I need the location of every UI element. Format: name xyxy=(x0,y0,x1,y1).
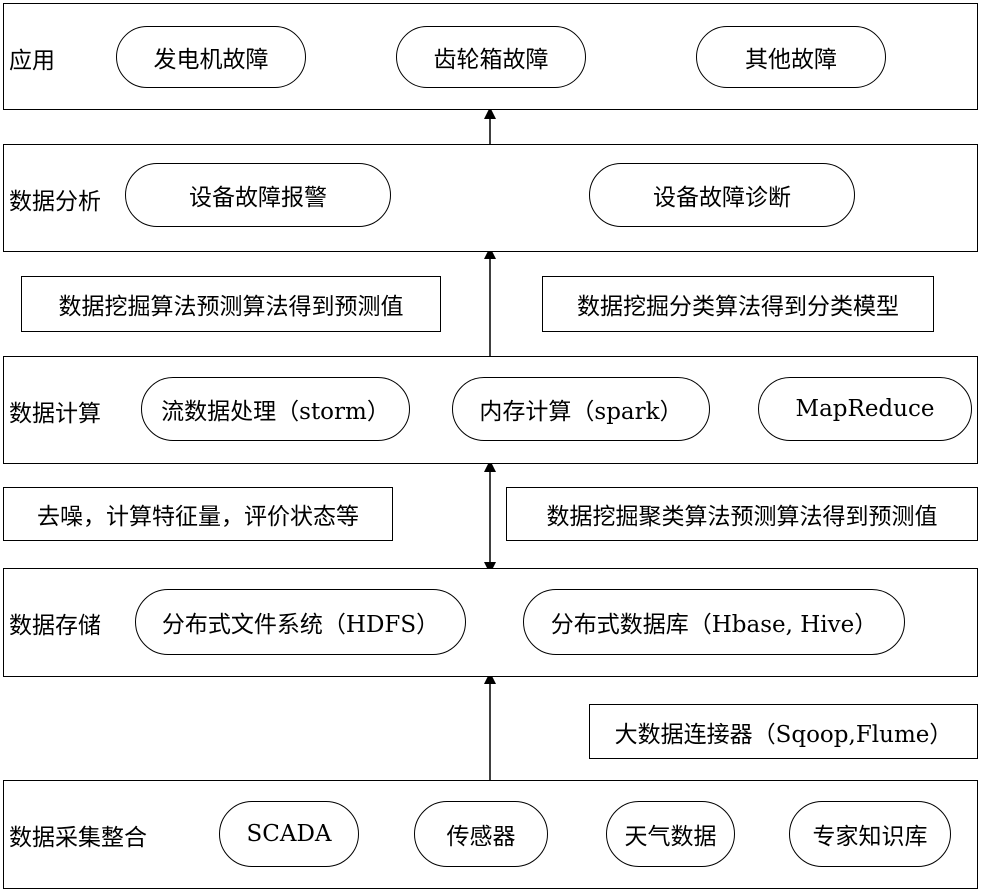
note-denoise: 去噪，计算特征量，评价状态等 xyxy=(3,487,393,541)
note-classify-algorithm: 数据挖掘分类算法得到分类模型 xyxy=(542,276,934,332)
layer-data-compute: 数据计算 流数据处理（storm） 内存计算（spark） MapReduce xyxy=(3,356,978,464)
layer-data-analysis: 数据分析 设备故障报警 设备故障诊断 xyxy=(3,144,978,252)
node-gearbox-fault: 齿轮箱故障 xyxy=(396,26,586,88)
node-memory-compute: 内存计算（spark） xyxy=(452,377,710,441)
node-other-fault: 其他故障 xyxy=(696,26,886,88)
node-weather-data: 天气数据 xyxy=(606,801,735,867)
layer-label-application: 应用 xyxy=(9,48,55,74)
note-cluster-predict: 数据挖掘聚类算法预测算法得到预测值 xyxy=(506,487,978,541)
node-fault-diagnosis: 设备故障诊断 xyxy=(589,163,855,227)
layer-label-collection: 数据采集整合 xyxy=(9,825,147,851)
node-scada: SCADA xyxy=(219,801,359,867)
node-stream-processing: 流数据处理（storm） xyxy=(141,377,410,441)
node-hdfs: 分布式文件系统（HDFS） xyxy=(135,589,466,655)
layer-label-analysis: 数据分析 xyxy=(9,189,101,215)
layer-data-collection: 数据采集整合 SCADA 传感器 天气数据 专家知识库 xyxy=(3,780,978,889)
layer-label-storage: 数据存储 xyxy=(9,613,101,639)
note-big-data-connector: 大数据连接器（Sqoop,Flume） xyxy=(589,704,978,759)
node-sensor: 传感器 xyxy=(414,801,548,867)
node-generator-fault: 发电机故障 xyxy=(116,26,306,88)
node-mapreduce: MapReduce xyxy=(758,377,972,441)
note-predict-algorithm: 数据挖掘算法预测算法得到预测值 xyxy=(21,276,441,332)
node-distributed-db: 分布式数据库（Hbase, Hive） xyxy=(523,589,905,655)
node-expert-knowledge: 专家知识库 xyxy=(789,801,951,867)
layer-data-storage: 数据存储 分布式文件系统（HDFS） 分布式数据库（Hbase, Hive） xyxy=(3,568,978,677)
layer-application: 应用 发电机故障 齿轮箱故障 其他故障 xyxy=(3,3,978,110)
layer-label-compute: 数据计算 xyxy=(9,401,101,427)
node-fault-alarm: 设备故障报警 xyxy=(125,163,391,227)
